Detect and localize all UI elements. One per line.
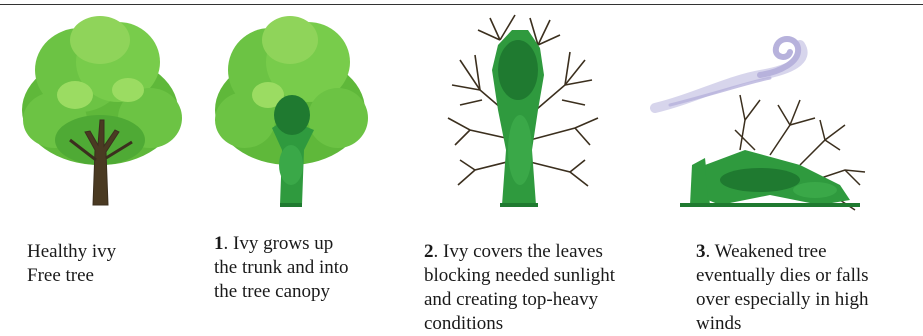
fallen-tree-illustration bbox=[650, 0, 923, 230]
stage-caption: Healthy ivy Free tree bbox=[27, 240, 116, 288]
stage-number: 3 bbox=[696, 241, 706, 262]
stage-caption: 1. Ivy grows up the trunk and into the t… bbox=[214, 232, 349, 304]
ivy-mass bbox=[492, 30, 544, 205]
caption-line: Healthy ivy bbox=[27, 240, 116, 264]
caption-line: Free tree bbox=[27, 264, 116, 288]
stage-number: 2 bbox=[424, 241, 434, 262]
stage-ivy-covers: 2. Ivy covers the leaves blocking needed… bbox=[420, 0, 665, 333]
healthy-tree-illustration bbox=[0, 0, 210, 230]
caption-line: over especially in high bbox=[696, 288, 869, 312]
caption-line: eventually dies or falls bbox=[696, 264, 869, 288]
stage-healthy: Healthy ivy Free tree bbox=[0, 0, 210, 333]
fallen-ivy-trunk bbox=[680, 150, 860, 205]
stage-tree-falls: 3. Weakened tree eventually dies or fall… bbox=[650, 0, 923, 333]
stage-ivy-climbs: 1. Ivy grows up the trunk and into the t… bbox=[210, 0, 420, 333]
caption-text: . Ivy covers the leaves bbox=[434, 241, 603, 262]
caption-text: . Weakened tree bbox=[706, 241, 827, 262]
ivy-climbing-tree-illustration bbox=[210, 0, 420, 230]
ivy-smothered-tree-illustration bbox=[420, 0, 665, 230]
caption-line: blocking needed sunlight bbox=[424, 264, 615, 288]
caption-line: 2. Ivy covers the leaves bbox=[424, 240, 615, 264]
caption-line: the tree canopy bbox=[214, 280, 349, 304]
stage-caption: 3. Weakened tree eventually dies or fall… bbox=[696, 240, 869, 336]
caption-line: and creating top-heavy bbox=[424, 288, 615, 312]
caption-line: 1. Ivy grows up bbox=[214, 232, 349, 256]
caption-line: the trunk and into bbox=[214, 256, 349, 280]
caption-line: conditions bbox=[424, 312, 615, 336]
caption-line: winds bbox=[696, 312, 869, 336]
wind-swirl bbox=[655, 39, 803, 108]
stage-caption: 2. Ivy covers the leaves blocking needed… bbox=[424, 240, 615, 336]
caption-text: . Ivy grows up bbox=[224, 233, 334, 254]
caption-line: 3. Weakened tree bbox=[696, 240, 869, 264]
stage-number: 1 bbox=[214, 233, 224, 254]
